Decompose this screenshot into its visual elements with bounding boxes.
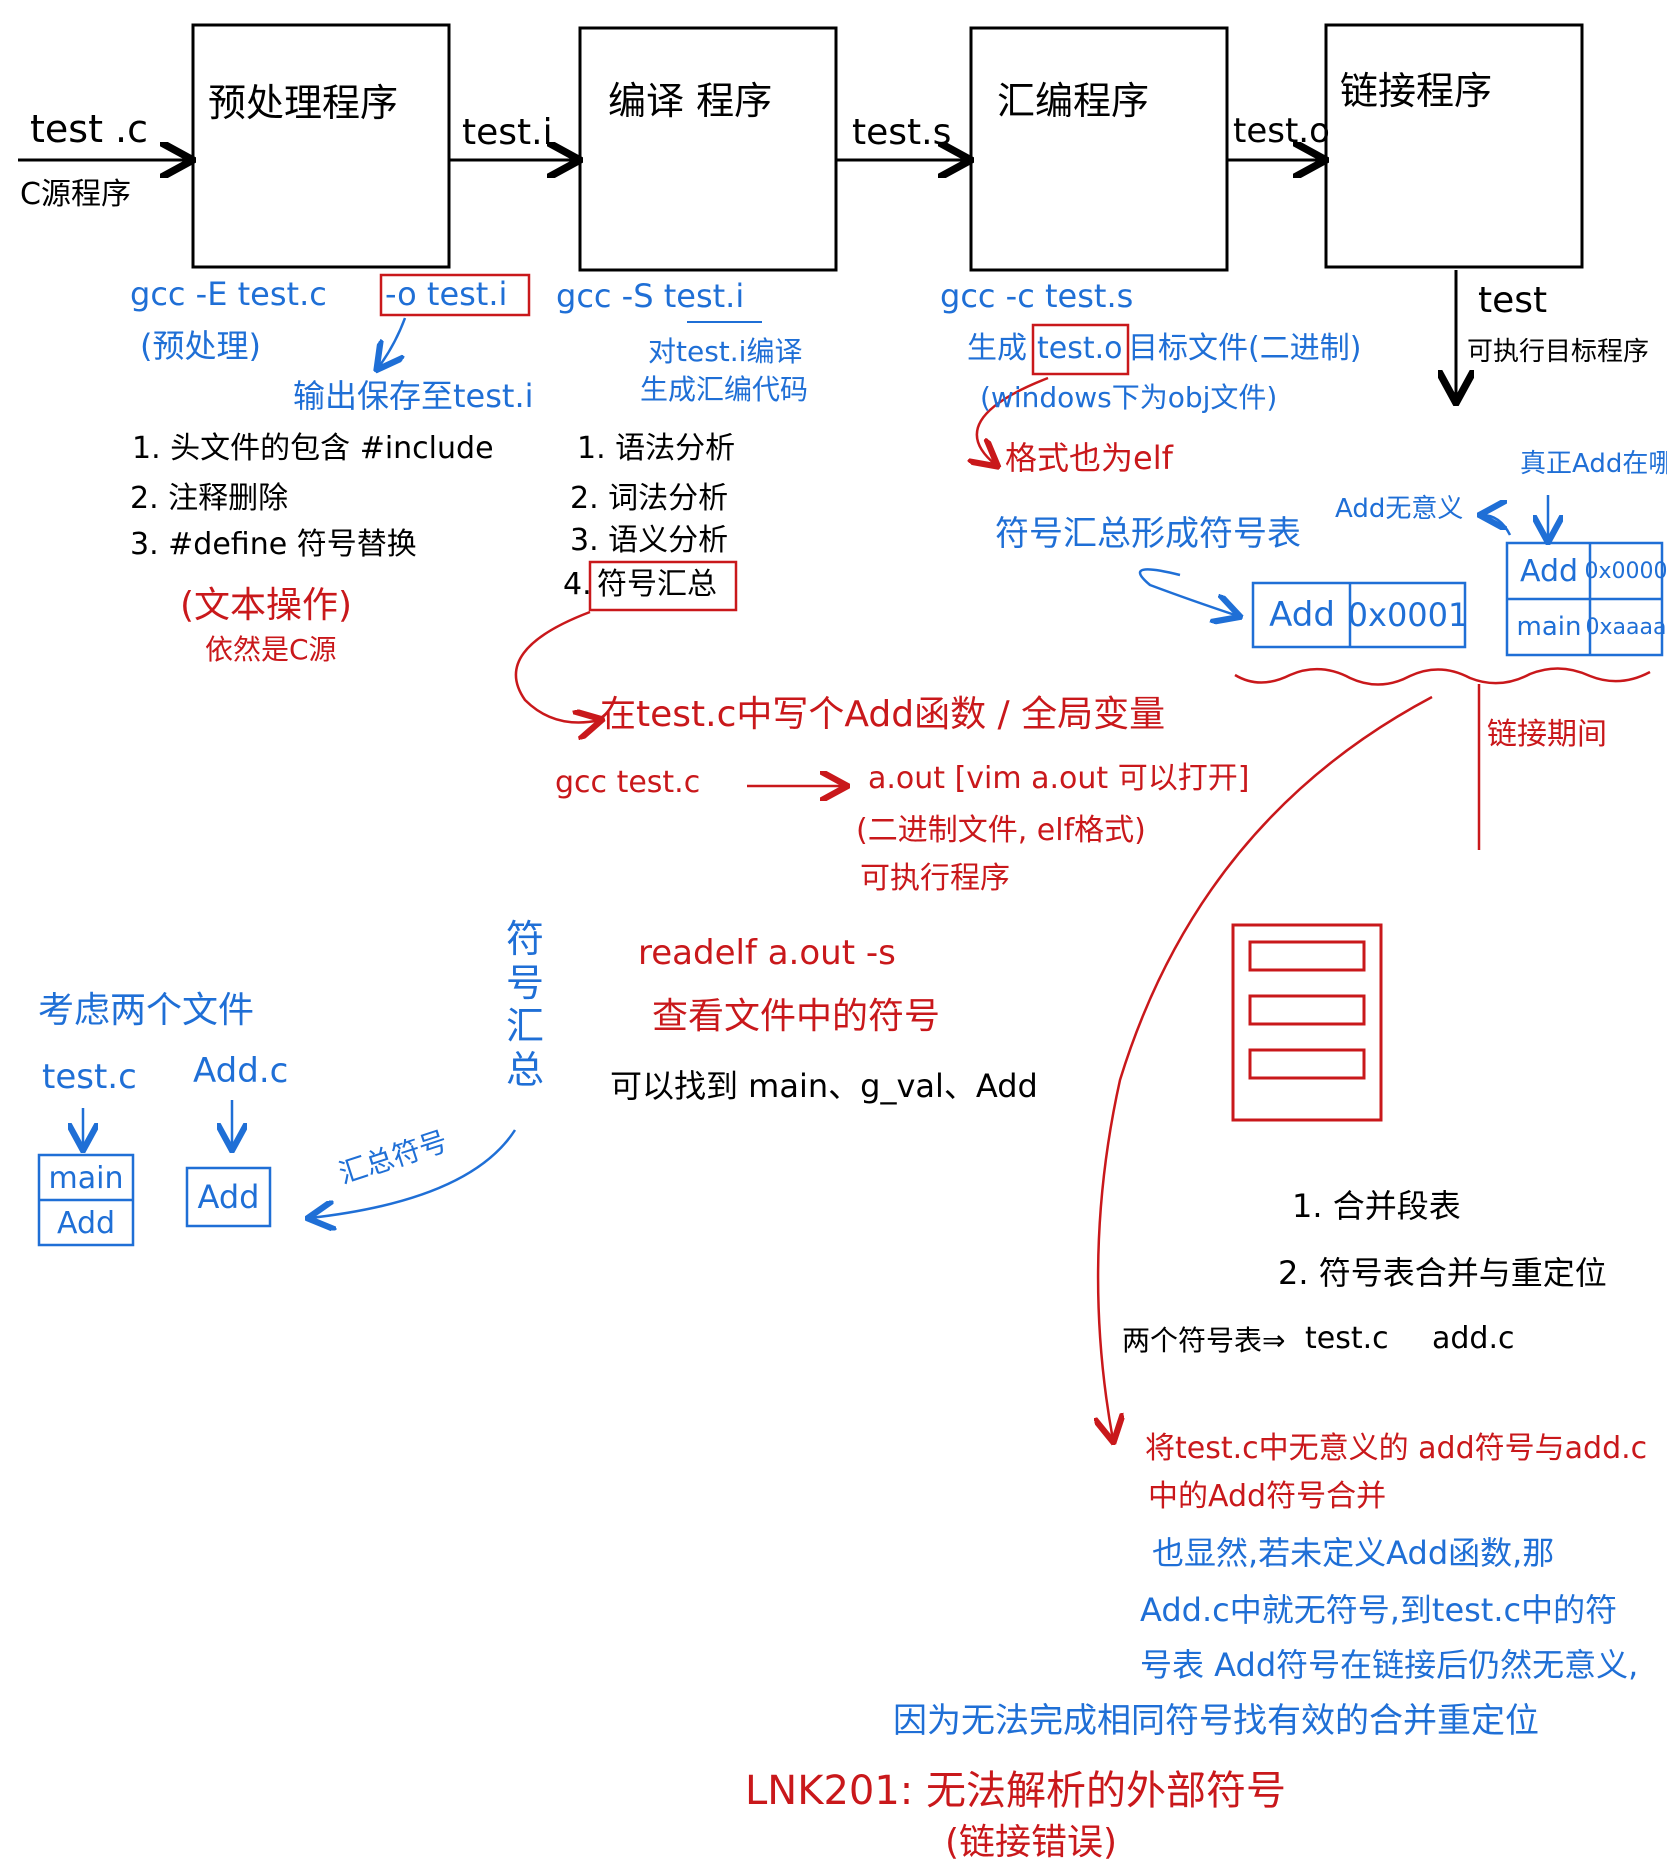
compile-step-1: 1. 语法分析 [577, 431, 736, 466]
symtab-note: 符号汇总形成符号表 [995, 514, 1301, 554]
output-test-s: test.s [852, 112, 952, 153]
compile-desc-1: 对test.i编译 [648, 335, 803, 368]
link-file1: test.c [1305, 1321, 1389, 1356]
readelf-cmd: readelf a.out -s [638, 933, 896, 973]
example-title: 在test.c中写个Add函数 / 全局变量 [600, 694, 1166, 735]
readelf-desc: 查看文件中的符号 [652, 996, 941, 1037]
symtab-box [1251, 581, 1467, 649]
symtab2-addr-2: 0xaaaa [1585, 614, 1667, 640]
preprocess-cmd: gcc -E test.c [130, 275, 327, 313]
stage-box-compile [578, 26, 838, 272]
symtab-name: Add [1269, 595, 1335, 635]
add-meaningless-note: Add无意义 [1335, 494, 1464, 524]
arrow-to-save-note [378, 317, 407, 368]
format-note: 格式也为elf [1005, 439, 1173, 477]
stage-label-assemble: 汇编程序 [997, 79, 1150, 123]
arrow-to-format-note [977, 376, 1049, 465]
summary-vertical-note: 符号汇总 [505, 917, 544, 1093]
two-tables-label: 两个符号表⇒ [1122, 1324, 1286, 1357]
arrow-to-link-note [1098, 695, 1433, 1440]
compile-step-3: 3. 语义分析 [570, 523, 729, 558]
assemble-gen-prefix: 生成 [967, 331, 1027, 366]
final-output-label: test [1478, 280, 1548, 321]
link-note-blue-4: 因为无法完成相同符号找有效的合并重定位 [893, 1701, 1539, 1741]
two-files-file1: test.c [42, 1057, 137, 1097]
link-note-red-1: 将test.c中无意义的 add符号与add.c [1145, 1431, 1648, 1466]
save-note: 输出保存至test.i [293, 377, 534, 415]
example-exec-note: 可执行程序 [860, 861, 1010, 896]
assemble-gen-suffix: 目标文件(二进制) [1128, 331, 1362, 366]
assemble-gen-file: test.o [1037, 331, 1123, 366]
preprocess-step-1: 1. 头文件的包含 #include [132, 431, 494, 466]
stage-label-preprocess: 预处理程序 [208, 81, 399, 125]
assemble-cmd: gcc -c test.s [940, 277, 1134, 315]
arrow-to-symtab [1138, 568, 1238, 616]
stage-box-assemble [969, 26, 1229, 272]
link-error-note: (链接错误) [945, 1822, 1118, 1863]
final-desc-label: 可执行目标程序 [1467, 337, 1650, 367]
test-c-symbol-main: main [48, 1160, 124, 1196]
preprocess-step-3: 3. #define 符号替换 [130, 527, 417, 562]
gen-file-highlight-box [1031, 323, 1130, 376]
link-period-divider [1234, 667, 1651, 686]
output-test-i: test.i [462, 112, 553, 153]
add-c-symbol: Add [197, 1178, 260, 1216]
found-symbols: 可以找到 main、g_val、Add [610, 1067, 1038, 1105]
link-error: LNK201: 无法解析的外部符号 [745, 1768, 1286, 1814]
real-add-note: 真正Add在哪 [1520, 449, 1667, 479]
two-files-title: 考虑两个文件 [38, 990, 255, 1031]
link-note-red-2: 中的Add符号合并 [1148, 1479, 1387, 1514]
still-c-note: 依然是C源 [205, 633, 337, 666]
two-files-file2: Add.c [193, 1051, 289, 1091]
symtab2-addr-1: 0x0000 [1584, 558, 1667, 584]
stage-label-compile: 编译 程序 [608, 79, 773, 123]
compile-desc-2: 生成汇编代码 [640, 373, 809, 406]
compile-step-2: 2. 词法分析 [570, 481, 729, 516]
stage-box-link [1324, 23, 1584, 269]
example-result-note: (二进制文件, elf格式) [856, 813, 1146, 848]
compile-step-4-label: 符号汇总 [597, 567, 717, 602]
symtab2-name-2: main [1516, 612, 1582, 642]
compile-cmd: gcc -S test.i [556, 277, 745, 315]
windows-note: (windows下为obj文件) [980, 381, 1278, 414]
test-c-symbol-add: Add [56, 1205, 116, 1241]
step4-highlight-box [588, 560, 738, 612]
link-step-2: 2. 符号表合并与重定位 [1278, 1254, 1607, 1292]
stage-label-link: 链接程序 [1340, 69, 1493, 113]
link-note-blue-3: 号表 Add符号在链接后仍然无意义, [1140, 1646, 1639, 1684]
link-note-blue-1: 也显然,若未定义Add函数,那 [1152, 1534, 1555, 1572]
link-note-blue-2: Add.c中就无符号,到test.c中的符 [1140, 1591, 1618, 1629]
arrow-to-example [514, 610, 600, 723]
symtab2-name-1: Add [1519, 553, 1579, 589]
preprocess-option: -o test.i [385, 275, 508, 313]
arrow-summary [310, 1129, 517, 1218]
input-desc-label: C源程序 [20, 177, 131, 212]
text-op-note: (文本操作) [180, 585, 353, 626]
stage-box-preprocess [191, 23, 451, 269]
example-cmd: gcc test.c [555, 765, 701, 800]
symtab-addr: 0x0001 [1347, 596, 1469, 634]
preprocess-note: (预处理) [140, 327, 261, 365]
output-test-o: test.o [1233, 111, 1330, 151]
link-step-1: 1. 合并段表 [1292, 1187, 1461, 1225]
input-file-label: test .c [30, 107, 149, 151]
section-table-icon [1231, 923, 1383, 1122]
compile-step-4-num: 4. [563, 567, 592, 602]
add-c-symbol-box [185, 1166, 272, 1228]
arrow-add-meaningless [1482, 515, 1512, 536]
example-result: a.out [vim a.out 可以打开] [868, 761, 1250, 796]
link-period-note: 链接期间 [1487, 717, 1607, 752]
preprocess-step-2: 2. 注释删除 [130, 481, 289, 516]
link-file2: add.c [1432, 1321, 1515, 1356]
option-highlight-box [379, 273, 531, 317]
